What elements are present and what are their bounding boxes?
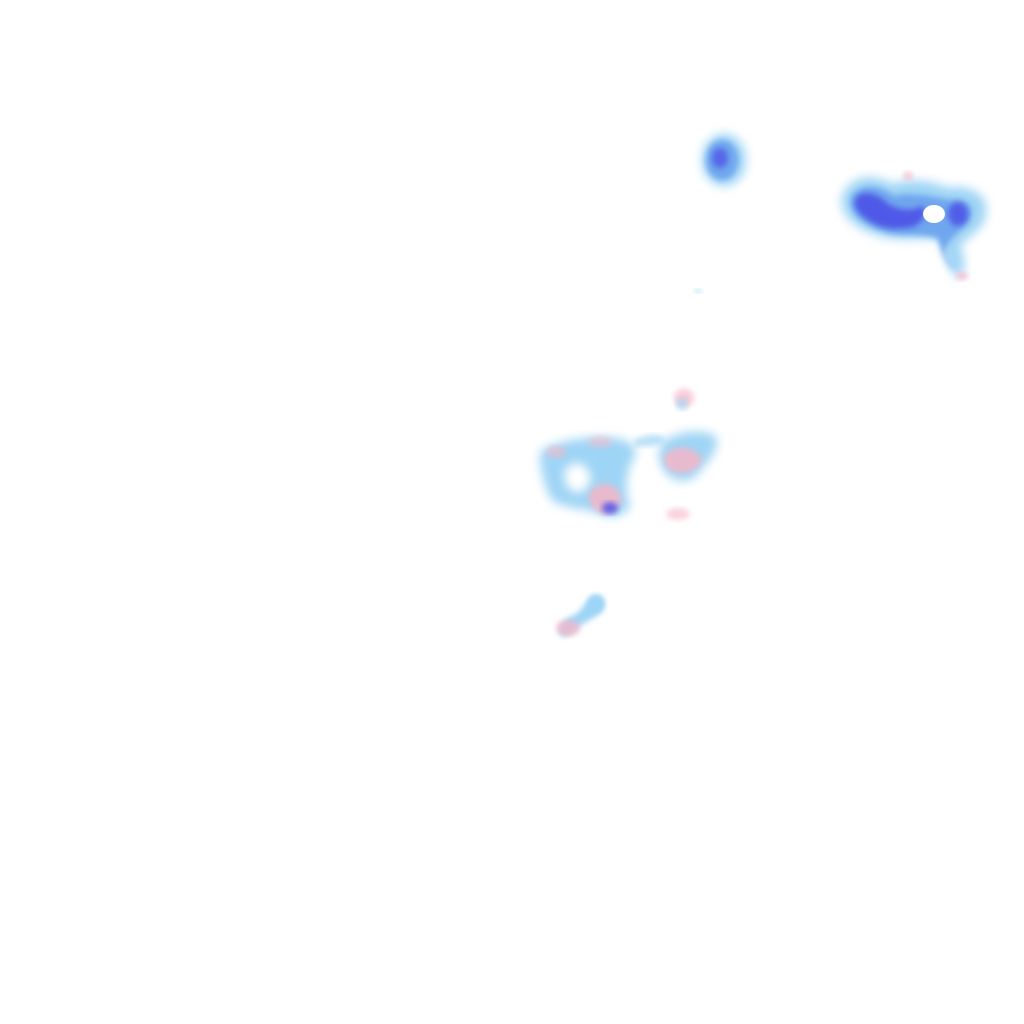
precip-speck	[694, 289, 702, 293]
precip-cell-northeast	[841, 172, 987, 280]
precip-cell-central	[540, 389, 717, 520]
precip-cell-north	[702, 134, 746, 186]
precip-cell-south	[556, 595, 605, 637]
